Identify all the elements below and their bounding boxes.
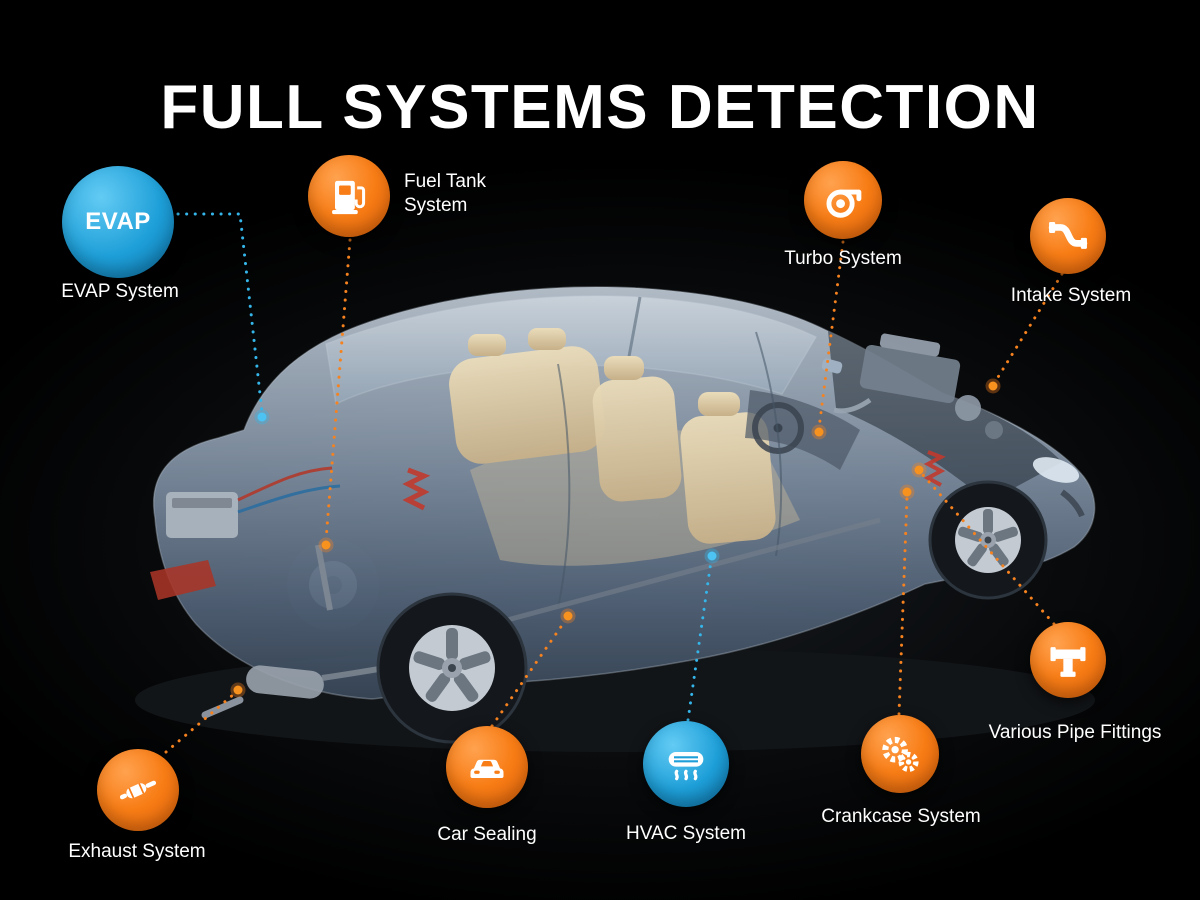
car-icon	[470, 759, 504, 778]
gears-icon	[882, 736, 919, 772]
evap-label: EVAP System	[61, 281, 179, 302]
suspension-springs	[315, 450, 946, 611]
intake-badge	[1030, 198, 1106, 274]
hvac-badge	[643, 721, 729, 807]
intake-pipe-icon	[1048, 221, 1088, 249]
crankcase-leader-line	[897, 495, 909, 716]
exhaust-badge	[97, 749, 179, 831]
engine-block	[833, 333, 1003, 439]
fuel-tank-badge	[308, 155, 390, 237]
muffler-icon	[119, 780, 157, 800]
fuel-pump-icon	[332, 180, 366, 215]
turbocharger-icon	[826, 189, 862, 218]
pipe-fittings-badge	[1030, 622, 1106, 698]
crankcase-badge	[861, 715, 939, 793]
hvac-label: HVAC System	[625, 823, 747, 844]
door-seams	[557, 331, 783, 609]
turbo-leader-line	[817, 240, 845, 430]
pipe-fittings-label: Various Pipe Fittings	[988, 722, 1162, 743]
headlight	[1032, 457, 1080, 483]
car-seats	[449, 328, 776, 544]
fuel-tank-label: Fuel Tank System	[404, 171, 487, 217]
pipe-fittings-leader-line	[921, 473, 1056, 626]
fuel-tank-leader-line	[324, 238, 352, 542]
evap-badge: EVAP	[62, 166, 174, 278]
evap-text-badge: EVAP	[85, 208, 151, 235]
b-pillar	[626, 296, 642, 363]
driveshaft	[469, 517, 881, 633]
turbo-badge	[804, 161, 882, 239]
intake-label: Intake System	[1010, 285, 1132, 306]
front-wheel	[928, 480, 1048, 600]
trunk-equipment	[166, 466, 341, 538]
rear-wheel	[376, 592, 528, 744]
crankcase-label: Crankcase System	[821, 806, 981, 827]
hvac-leader-line	[686, 559, 713, 722]
anchor-dots	[230, 378, 1001, 698]
taillight	[150, 560, 216, 600]
evap-leader-line	[176, 212, 264, 414]
turbo-label: Turbo System	[784, 248, 902, 269]
page-title: FULL SYSTEMS DETECTION	[160, 72, 1040, 142]
car-sealing-label: Car Sealing	[437, 824, 537, 845]
ac-vent-icon	[668, 752, 704, 781]
front-grille	[1060, 489, 1085, 518]
exhaust-label: Exhaust System	[68, 841, 206, 862]
pipe-tee-icon	[1050, 647, 1086, 677]
car-sealing-badge	[446, 726, 528, 808]
